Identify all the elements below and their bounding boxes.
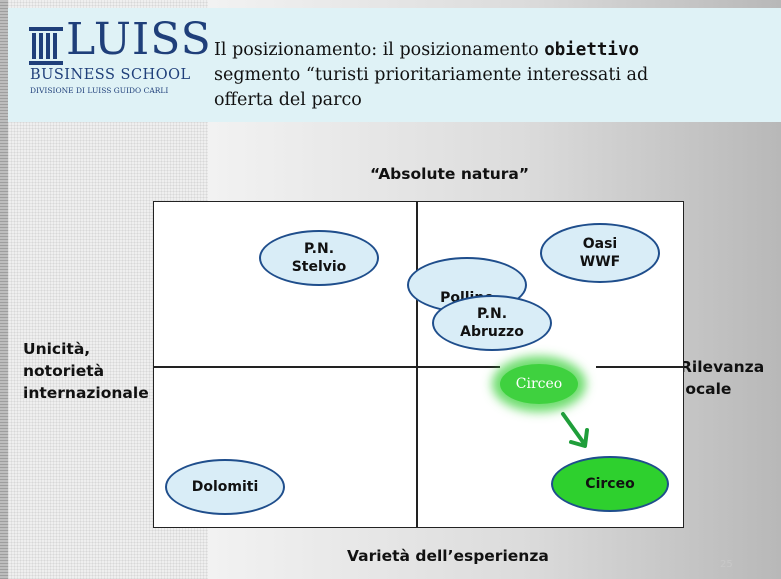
logo-luiss-text: LUISS bbox=[66, 14, 212, 65]
axis-label-left-line: internazionale bbox=[23, 384, 149, 402]
bubble-label-line: P.N. bbox=[476, 306, 508, 322]
slide-header bbox=[8, 8, 781, 122]
left-stripe bbox=[0, 0, 8, 579]
bubble-pn-stelvio: P.N. Stelvio bbox=[259, 230, 379, 286]
title-line-3: offerta del parco bbox=[214, 90, 362, 110]
logo-division-text: DIVISIONE DI LUISS GUIDO CARLI bbox=[30, 86, 169, 95]
luiss-logo: LUISS BUSINESS SCHOOL DIVISIONE DI LUISS… bbox=[28, 18, 211, 100]
slide-title: Il posizionamento: il posizionamento obi… bbox=[214, 38, 774, 113]
axis-label-top: “Absolute natura” bbox=[370, 163, 529, 185]
bubble-dolomiti: Dolomiti bbox=[165, 459, 285, 515]
logo-business-school-text: BUSINESS SCHOOL bbox=[30, 67, 191, 83]
page-number: 25 bbox=[720, 559, 733, 570]
bubble-label-line: Circeo bbox=[515, 376, 563, 392]
matrix-vertical-divider bbox=[416, 202, 418, 527]
axis-label-right-line: locale bbox=[680, 380, 732, 398]
axis-label-top-text: “Absolute natura” bbox=[370, 165, 530, 183]
axis-label-left-line: Unicità, bbox=[23, 340, 91, 358]
title-line-1-text: Il posizionamento: il posizionamento bbox=[214, 40, 545, 60]
title-bold-word: obiettivo bbox=[544, 40, 640, 60]
bubble-label-line: Abruzzo bbox=[460, 324, 524, 340]
bubble-pn-abruzzo: P.N. Abruzzo bbox=[432, 295, 552, 351]
bubble-label-line: Circeo bbox=[585, 476, 635, 492]
axis-label-bottom: Varietà dell’esperienza bbox=[347, 545, 549, 567]
bubble-label-line: P.N. bbox=[303, 241, 335, 257]
bubble-circeo-current: Circeo bbox=[500, 364, 578, 404]
title-line-1: Il posizionamento: il posizionamento obi… bbox=[214, 38, 774, 63]
bubble-circeo-target: Circeo bbox=[551, 456, 669, 512]
title-line-2: segmento “turisti prioritariamente inter… bbox=[214, 65, 649, 85]
matrix-horizontal-divider bbox=[154, 366, 683, 368]
axis-label-right: Rilevanza locale bbox=[680, 356, 764, 400]
axis-label-left: Unicità, notorietà internazionale bbox=[23, 338, 149, 404]
bubble-label-line: Oasi bbox=[582, 236, 618, 252]
green-arrow-icon bbox=[561, 412, 589, 448]
column-emblem-icon bbox=[29, 27, 63, 65]
bubble-label-line: Stelvio bbox=[291, 259, 347, 275]
axis-label-right-line: Rilevanza bbox=[680, 358, 765, 376]
axis-label-left-line: notorietà bbox=[23, 362, 105, 380]
bubble-label-line: WWF bbox=[579, 254, 621, 270]
bubble-label-line: Dolomiti bbox=[191, 479, 259, 495]
axis-label-bottom-text: Varietà dell’esperienza bbox=[347, 547, 549, 565]
